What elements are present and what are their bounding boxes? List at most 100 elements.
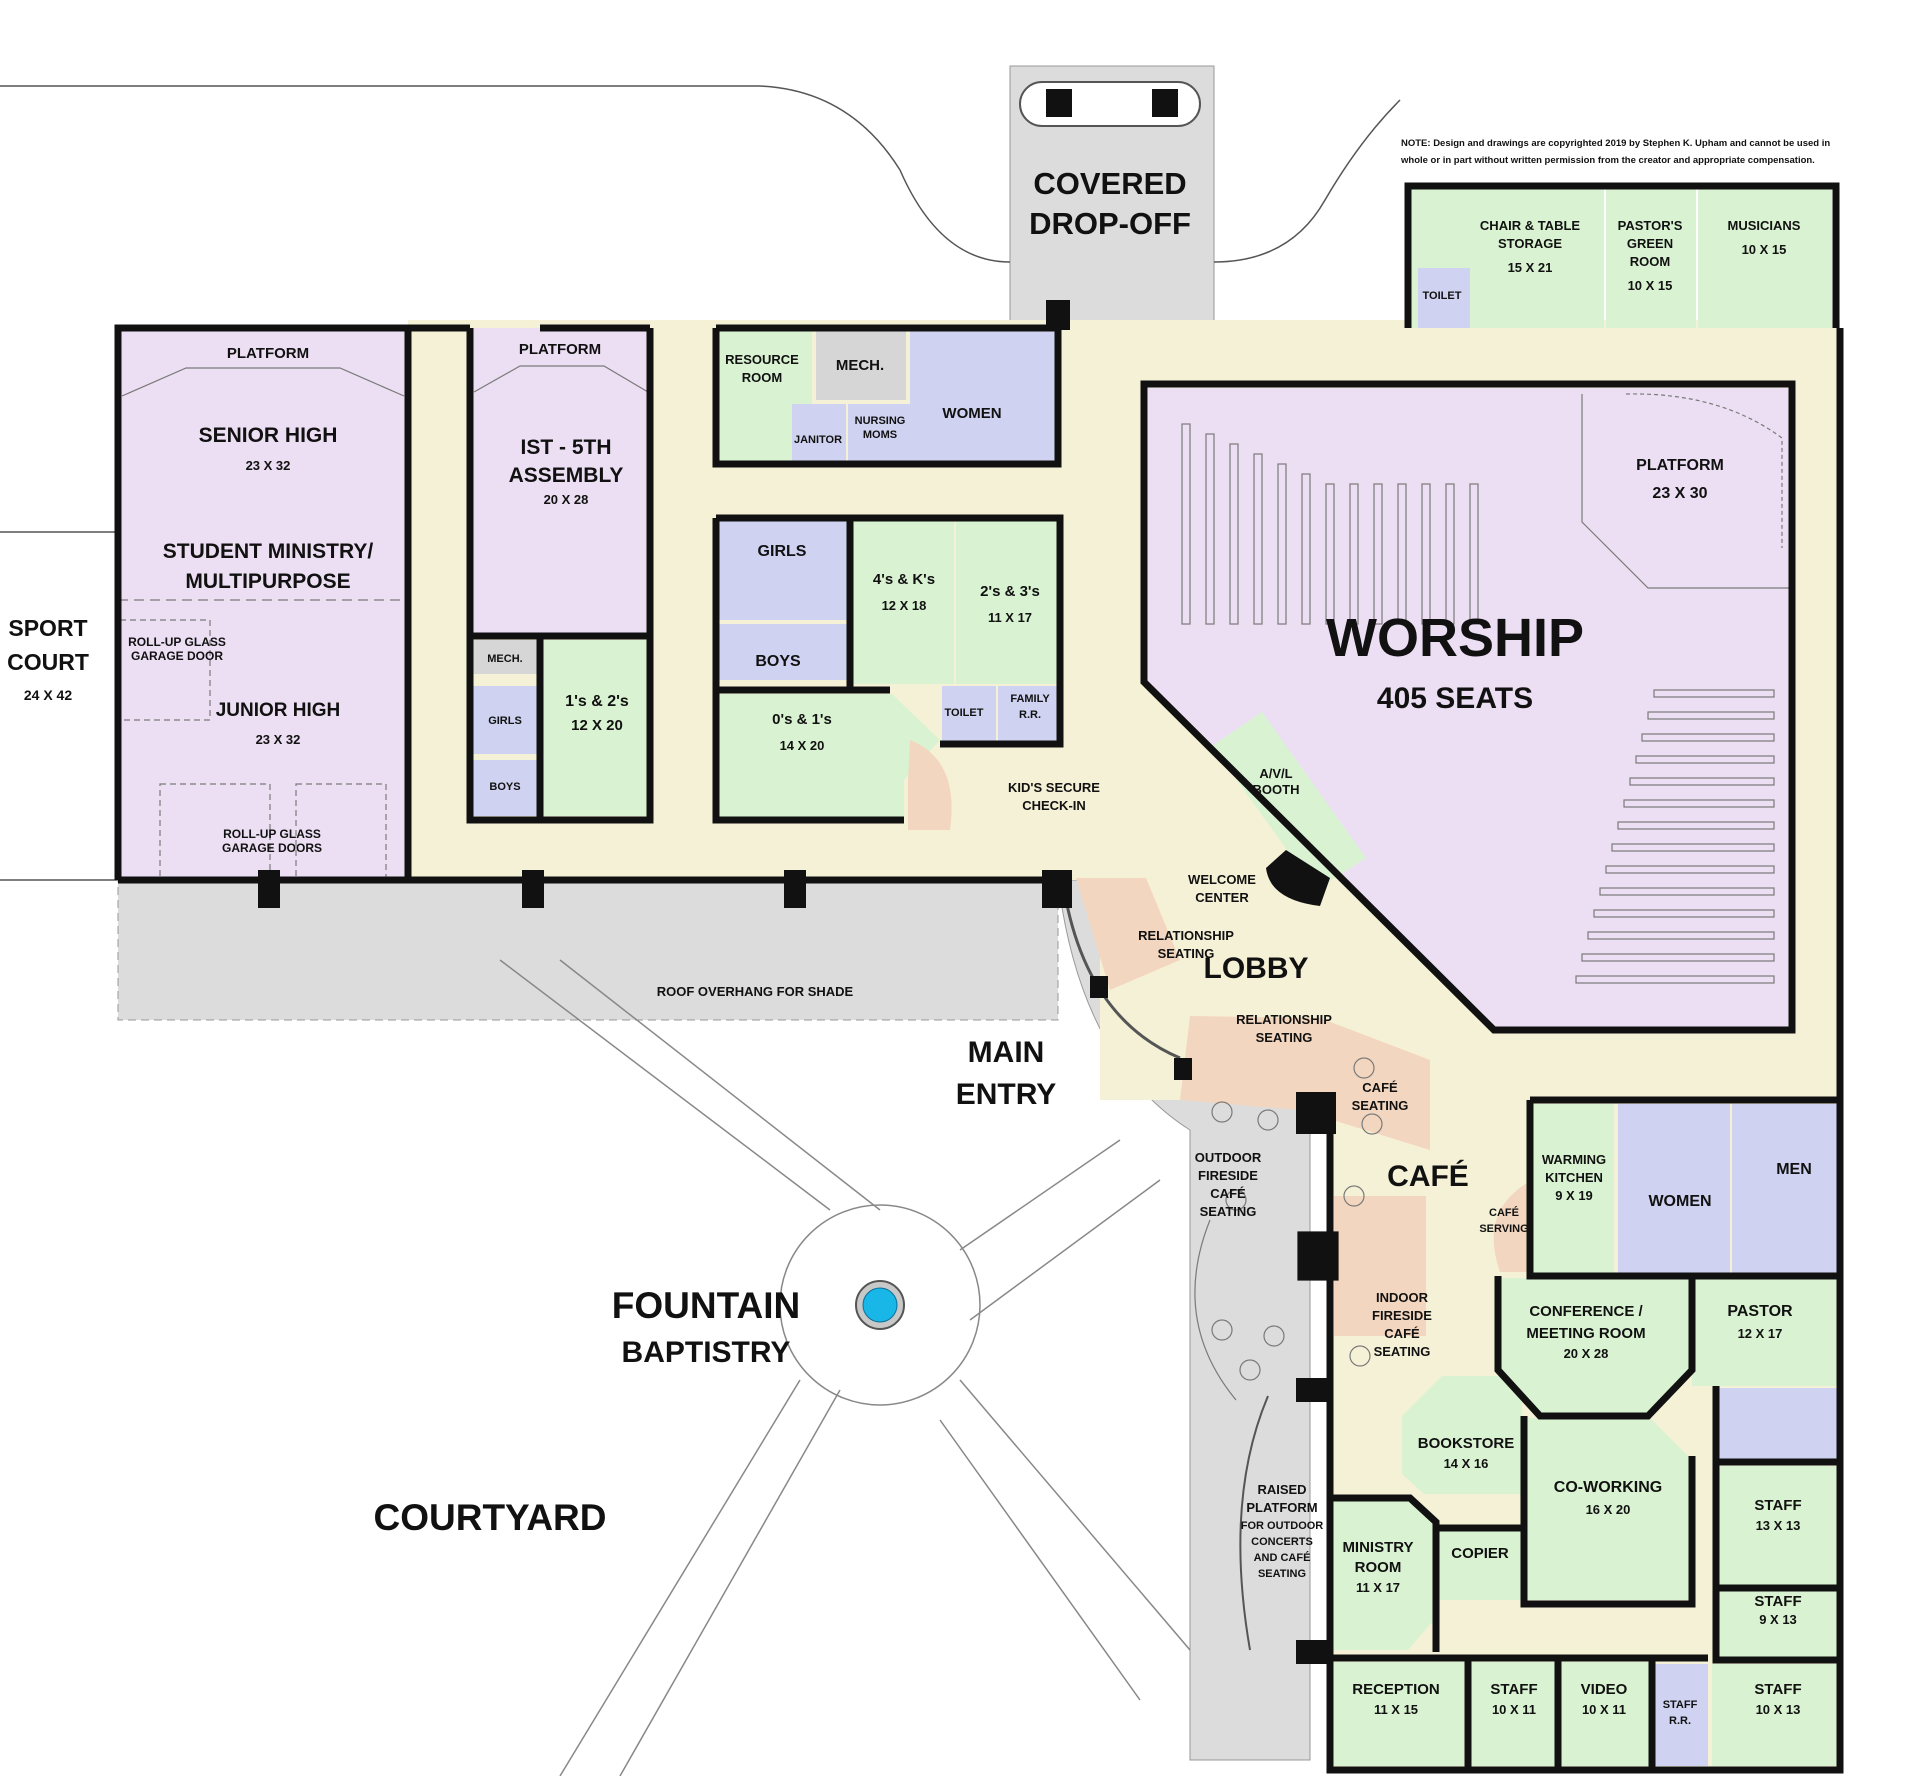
wall-ones-twos: [470, 632, 650, 818]
resource-room-label: RESOURCE: [725, 352, 799, 367]
room-toilet-kids: [942, 686, 996, 742]
room-storage-office: [1718, 1388, 1838, 1462]
room-boys-small: [470, 760, 540, 816]
pier: [1296, 1378, 1332, 1402]
worship-seats-label: 405 SEATS: [1377, 682, 1533, 715]
raised-platform-arc: [1239, 1395, 1269, 1651]
dropoff-pier-right: [1152, 89, 1178, 117]
green-room-size: 10 X 15: [1628, 278, 1673, 293]
reception-size: 11 X 15: [1374, 1702, 1418, 1717]
green-room-label: GREEN: [1627, 236, 1673, 251]
main-entry-label: ENTRY: [956, 1078, 1057, 1111]
main-entry-label: MAIN: [968, 1036, 1045, 1069]
kids-checkin-label: KID'S SECURE: [1008, 780, 1100, 795]
kids-checkin-label: CHECK-IN: [1022, 798, 1086, 813]
resource-room-label: ROOM: [742, 370, 782, 385]
room-coworking: [1526, 1418, 1690, 1600]
worship-room: [1148, 388, 1790, 1028]
pew: [1421, 483, 1431, 625]
green-room-label: ROOM: [1630, 254, 1670, 269]
assembly-size: 20 X 28: [544, 492, 589, 507]
cafe-table: [1349, 1345, 1371, 1367]
covered-dropoff-label: COVERED: [1033, 166, 1186, 201]
chair-storage-label: CHAIR & TABLE: [1480, 218, 1580, 233]
conference-label: CONFERENCE /: [1529, 1303, 1643, 1320]
driveway-curve: [0, 85, 1011, 263]
indoor-fireside-label: INDOOR: [1376, 1290, 1429, 1305]
mech-label: MECH.: [836, 357, 884, 374]
bookstore-size: 14 X 16: [1444, 1456, 1489, 1471]
staff-c-label: STAFF: [1490, 1681, 1537, 1698]
worship-pews-left: [1181, 423, 1479, 625]
staff-a-label: STAFF: [1754, 1497, 1801, 1514]
ministry-room-label: MINISTRY: [1342, 1539, 1413, 1556]
worship-platform-label: PLATFORM: [1636, 457, 1724, 474]
video-size: 10 X 11: [1582, 1702, 1626, 1717]
room-staff-rr: [1654, 1664, 1708, 1766]
roof-overhang-label: ROOF OVERHANG FOR SHADE: [657, 984, 854, 999]
welcome-center-label: CENTER: [1195, 890, 1249, 905]
rollup-door-label: GARAGE DOOR: [131, 649, 223, 663]
room-conference: [1500, 1278, 1690, 1414]
room-ones-twos: [540, 640, 650, 816]
pier: [1046, 300, 1070, 330]
cafe-seating-label: CAFÉ: [1362, 1080, 1398, 1095]
wall-office-core: [1494, 1096, 1840, 1420]
ministry-room-label: ROOM: [1355, 1559, 1402, 1576]
welcome-desk: [1266, 850, 1330, 906]
ones-twos-size: 12 X 20: [571, 717, 623, 734]
room-fours: [852, 520, 954, 684]
room-toilet-north: [1418, 268, 1470, 328]
indoor-fireside-zone: [1334, 1196, 1426, 1336]
raised-platform-label: FOR OUTDOOR: [1241, 1520, 1324, 1532]
room-staff-a: [1718, 1466, 1838, 1586]
coworking-size: 16 X 20: [1586, 1502, 1631, 1517]
room-bookstore: [1402, 1376, 1522, 1494]
student-platform-label: PLATFORM: [227, 345, 309, 362]
pier: [784, 870, 806, 908]
room-mech-small: [470, 640, 540, 674]
relationship-seating-b: [1180, 1016, 1430, 1150]
raised-platform-label: CONCERTS: [1251, 1536, 1313, 1548]
twos-size: 11 X 17: [988, 610, 1032, 625]
women-kids-label: WOMEN: [942, 405, 1001, 422]
relationship-seating-label: RELATIONSHIP: [1236, 1012, 1332, 1027]
warming-kitchen-size: 9 X 19: [1555, 1188, 1593, 1203]
patio-table: [1257, 1109, 1279, 1131]
junior-high-label: JUNIOR HIGH: [216, 700, 341, 721]
worship-pews-right: [1575, 689, 1775, 984]
worship-platform-size: 23 X 30: [1652, 485, 1707, 502]
warming-kitchen-label: WARMING: [1542, 1152, 1606, 1167]
room-copier: [1436, 1530, 1524, 1600]
lobby-label: LOBBY: [1204, 952, 1309, 985]
coworking-label: CO-WORKING: [1554, 1479, 1662, 1496]
outdoor-fireside-label: OUTDOOR: [1195, 1150, 1262, 1165]
pew: [1593, 909, 1775, 918]
cafe-table: [1361, 1113, 1383, 1135]
pew: [1445, 483, 1455, 625]
copier-label: COPIER: [1451, 1545, 1509, 1562]
rollup-doors-label: ROLL-UP GLASS: [223, 827, 321, 841]
room-twos: [956, 520, 1060, 684]
sport-court-size: 24 X 42: [24, 687, 72, 703]
pew: [1647, 711, 1775, 720]
stage-platform-senior: [121, 367, 405, 397]
cafe-label: CAFÉ: [1387, 1159, 1469, 1193]
walls-layer: [114, 182, 1844, 1774]
senior-high-size: 23 X 32: [246, 458, 291, 473]
patio-table: [1239, 1359, 1261, 1381]
patio-table: [1211, 1101, 1233, 1123]
room-boys: [716, 624, 850, 680]
room-musicians: [1698, 188, 1832, 328]
girls-label: GIRLS: [758, 543, 807, 560]
staff-d-size: 10 X 13: [1756, 1702, 1801, 1717]
room-pastor: [1692, 1278, 1838, 1386]
raised-platform-label: RAISED: [1257, 1482, 1306, 1497]
pier: [1296, 1092, 1336, 1134]
worship-label: WORSHIP: [1326, 608, 1584, 668]
outdoor-seating-arc: [1194, 1219, 1237, 1401]
covered-dropoff-label: DROP-OFF: [1029, 206, 1191, 241]
room-warming-kitchen: [1534, 1104, 1614, 1274]
wall-student-outer: [114, 324, 412, 880]
pew: [1629, 777, 1775, 786]
